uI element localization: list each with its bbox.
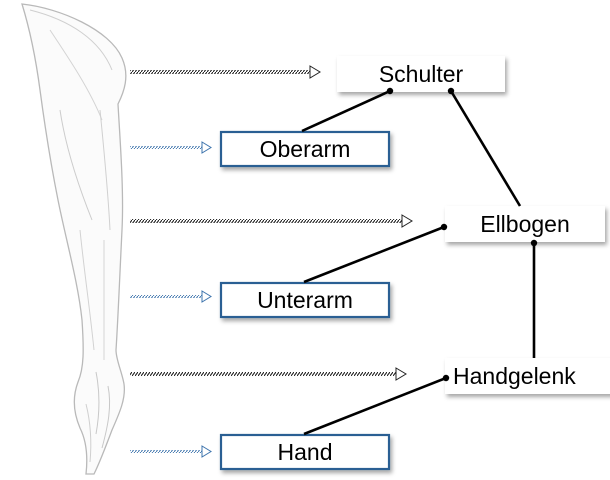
connector-dot xyxy=(443,375,449,381)
elbow-label: Ellbogen xyxy=(480,211,570,237)
hand-box: Hand xyxy=(221,435,389,469)
arm-sketch-illustration xyxy=(22,4,126,474)
hand-label: Hand xyxy=(278,439,333,465)
forearm-label: Unterarm xyxy=(257,287,353,313)
connector-dot xyxy=(448,88,454,94)
shoulder-box: Schulter xyxy=(337,56,505,92)
upper-arm-arrow xyxy=(130,142,211,153)
connector-dot xyxy=(531,240,537,246)
connector-wrist-hand xyxy=(304,378,446,434)
wrist-arrow xyxy=(130,368,406,380)
wrist-box: Handgelenk xyxy=(445,358,610,394)
connector-shoulder-upper-arm xyxy=(302,91,390,131)
elbow-box: Ellbogen xyxy=(445,206,605,242)
connector-dot xyxy=(441,224,447,230)
hand-arrow xyxy=(130,446,211,457)
connector-dot xyxy=(387,88,393,94)
wrist-label: Handgelenk xyxy=(453,363,576,389)
forearm-box: Unterarm xyxy=(221,283,389,317)
shoulder-label: Schulter xyxy=(379,61,464,87)
connector-shoulder-elbow xyxy=(451,91,520,206)
shoulder-arrow xyxy=(130,66,320,78)
elbow-arrow xyxy=(130,215,412,227)
upper-arm-box: Oberarm xyxy=(221,132,389,166)
upper-arm-label: Oberarm xyxy=(260,136,351,162)
connector-elbow-forearm xyxy=(304,227,444,282)
forearm-arrow xyxy=(130,291,211,302)
